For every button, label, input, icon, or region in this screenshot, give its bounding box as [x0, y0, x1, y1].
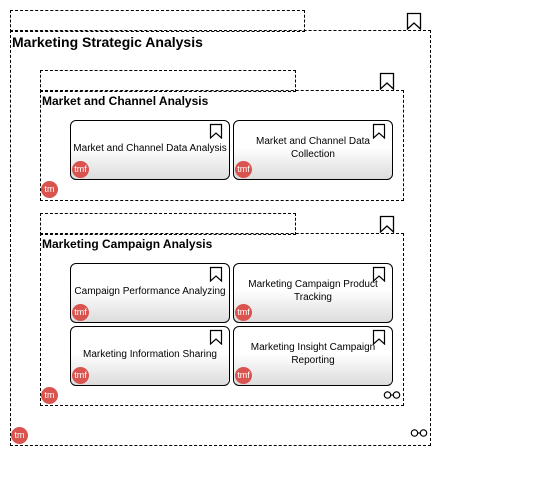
bookmark-icon — [379, 215, 395, 233]
market-channel-group-tab — [40, 70, 296, 92]
card-badge: tmf — [235, 367, 252, 384]
card-label: Market and Channel Data Collection — [256, 136, 370, 160]
card-marketing-insight-campaign-reporting[interactable]: Marketing Insight Campaign Reporting tmf — [233, 326, 393, 386]
card-label: Marketing Information Sharing — [83, 348, 217, 360]
card-market-channel-data-analysis[interactable]: Market and Channel Data Analysis tmf — [70, 120, 230, 180]
link-icon — [410, 429, 428, 437]
bookmark-icon — [372, 123, 386, 139]
campaign-group-title: Marketing Campaign Analysis — [42, 237, 213, 251]
bookmark-icon — [406, 12, 422, 30]
strategic-group-tab — [10, 10, 305, 32]
bookmark-icon — [372, 266, 386, 282]
card-market-channel-data-collection[interactable]: Market and Channel Data Collection tmf — [233, 120, 393, 180]
strategic-group-frame[interactable] — [10, 30, 431, 446]
market-channel-group-title: Market and Channel Analysis — [42, 94, 209, 108]
card-marketing-campaign-product-tracking[interactable]: Marketing Campaign Product Tracking tmf — [233, 263, 393, 323]
campaign-group-tab — [40, 213, 296, 235]
campaign-group-badge: tm — [41, 387, 58, 404]
card-badge: tmf — [72, 161, 89, 178]
card-marketing-information-sharing[interactable]: Marketing Information Sharing tmf — [70, 326, 230, 386]
card-label: Marketing Insight Campaign Reporting — [250, 342, 376, 366]
card-badge: tmf — [235, 304, 252, 321]
card-label: Marketing Campaign Product Tracking — [248, 279, 378, 303]
bookmark-icon — [372, 329, 386, 345]
market-channel-group-badge: tm — [41, 181, 58, 198]
market-channel-group-frame[interactable] — [40, 90, 404, 201]
bookmark-icon — [209, 329, 223, 345]
card-label: Market and Channel Data Analysis — [73, 142, 227, 154]
card-badge: tmf — [72, 367, 89, 384]
bookmark-icon — [379, 72, 395, 90]
link-icon — [383, 391, 401, 399]
card-campaign-performance-analyzing[interactable]: Campaign Performance Analyzing tmf — [70, 263, 230, 323]
bookmark-icon — [209, 266, 223, 282]
card-badge: tmf — [72, 304, 89, 321]
strategic-group-title: Marketing Strategic Analysis — [12, 34, 203, 50]
campaign-group-frame[interactable] — [40, 233, 404, 406]
card-badge: tmf — [235, 161, 252, 178]
bookmark-icon — [209, 123, 223, 139]
card-label: Campaign Performance Analyzing — [74, 285, 226, 297]
strategic-group-badge: tm — [11, 427, 28, 444]
